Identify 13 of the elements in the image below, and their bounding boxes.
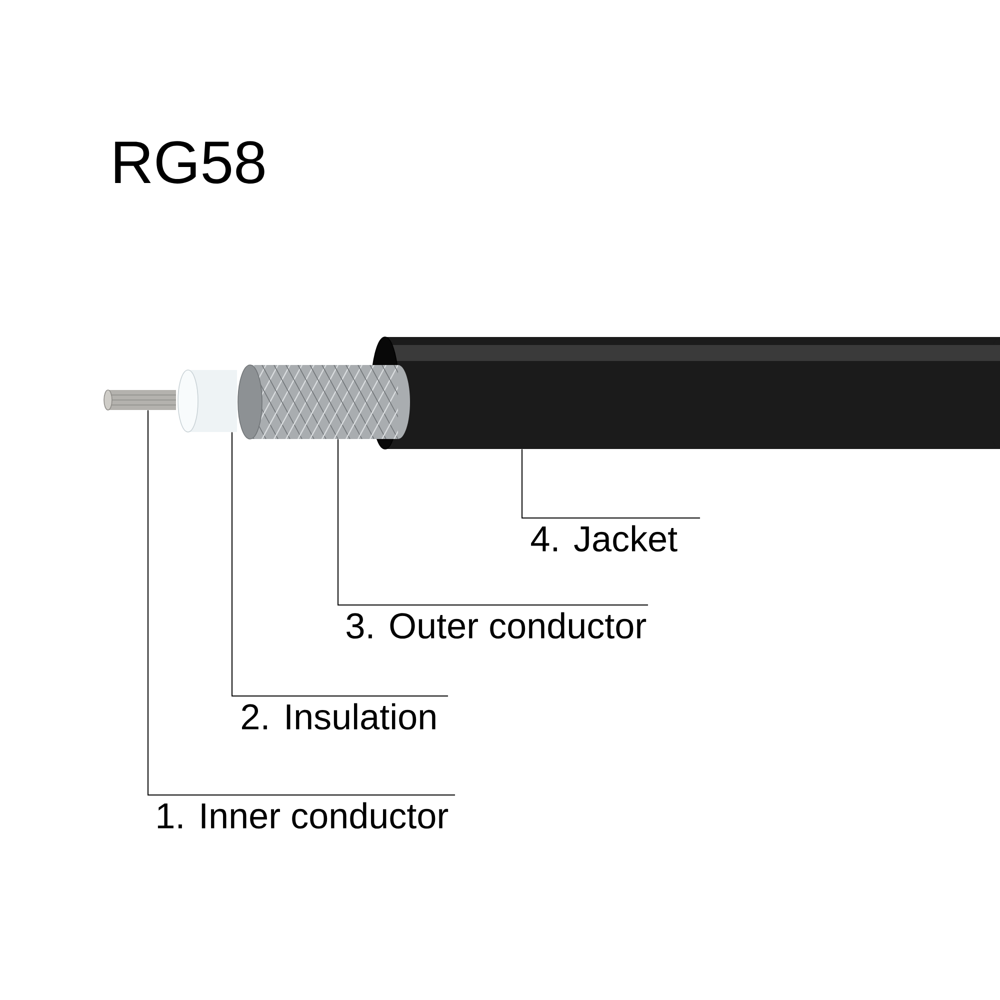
cable-jacket-drawing — [370, 336, 1000, 450]
braid-shield-drawing — [238, 364, 410, 440]
part-label: 4. Jacket — [531, 525, 678, 552]
insulation-drawing — [178, 370, 237, 432]
leader-line — [338, 438, 648, 606]
part-label: 3. Outer conductor — [346, 612, 646, 639]
part-label: 1. Inner conductor — [158, 802, 448, 829]
leader-line — [522, 448, 701, 518]
leader-line — [232, 432, 448, 696]
inner-wire-drawing — [104, 390, 176, 410]
part-label: 2. Insulation — [242, 703, 436, 730]
leader-line — [148, 410, 456, 796]
title: RG58 — [115, 141, 264, 184]
